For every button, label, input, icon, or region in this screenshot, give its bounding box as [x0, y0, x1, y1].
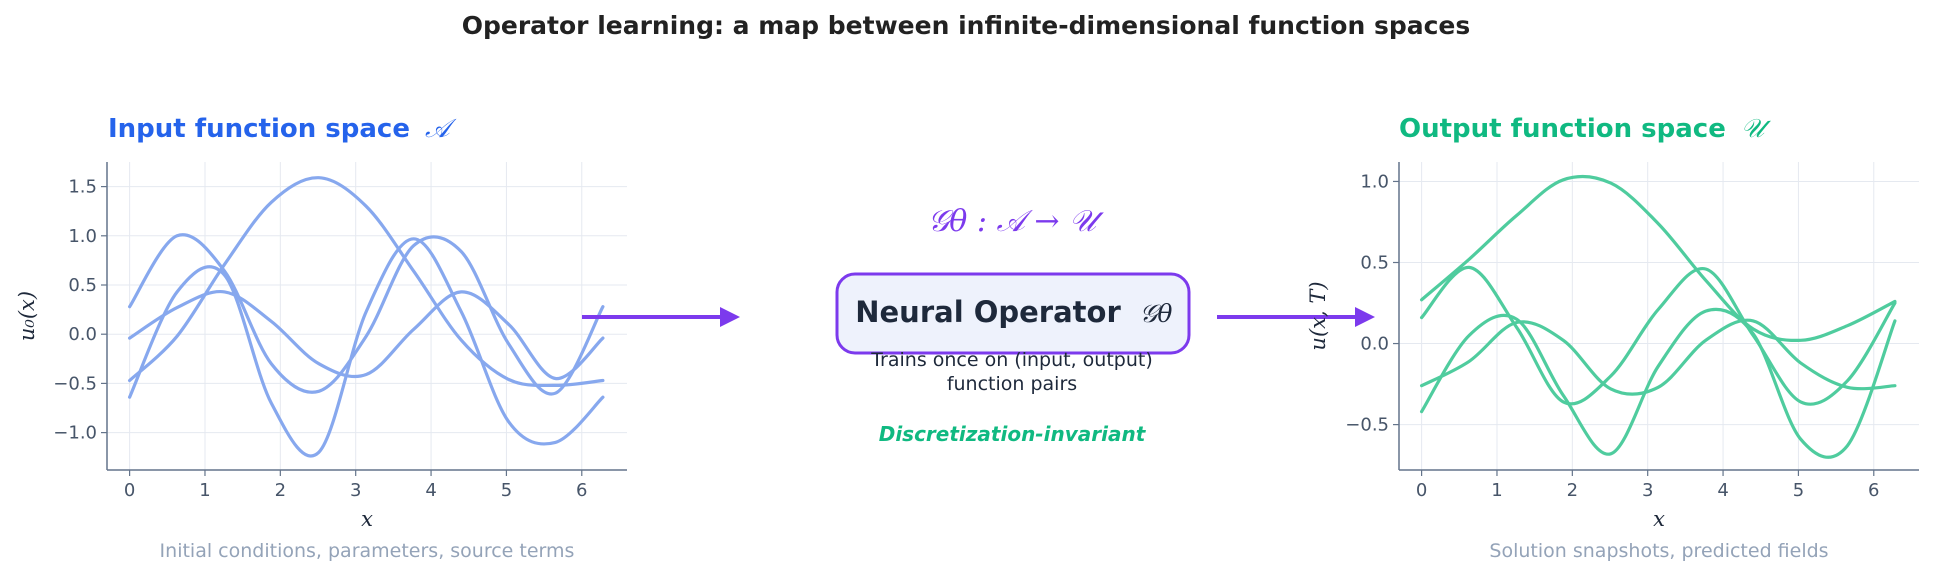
output-y-tick-label: 0.0 [1360, 334, 1389, 355]
output-x-tick-label: 1 [1491, 480, 1502, 501]
input-y-tick-label: 0.0 [68, 324, 97, 345]
output-y-label: u(x, T) [1306, 281, 1330, 350]
operator-tagline: Discretization-invariant [879, 422, 1147, 446]
output-y-tick-label: −0.5 [1345, 415, 1389, 436]
output-x-tick-label: 4 [1717, 480, 1728, 501]
operator-description-line1: Trains once on (input, output) [870, 349, 1153, 371]
input-curve-3 [128, 237, 605, 458]
output-y-tick-label: 0.5 [1360, 253, 1389, 274]
input-x-label: x [361, 507, 373, 531]
neural-operator-label: Neural Operator [855, 295, 1121, 329]
output-ticks: 0 1 2 3 4 5 6 −0.5 0.0 0.5 1.0 [1345, 171, 1879, 501]
output-panel-title-text: Output function space [1399, 114, 1726, 144]
output-x-tick-label: 2 [1567, 480, 1578, 501]
output-x-label: x [1653, 507, 1665, 531]
input-curves [128, 176, 605, 458]
output-caption: Solution snapshots, predicted fields [1489, 540, 1828, 562]
output-curves [1420, 174, 1897, 459]
output-curve-3 [1420, 307, 1897, 459]
neural-operator-box [835, 272, 1191, 355]
input-ticks: 0 1 2 3 4 5 6 −1.0 −0.5 0.0 0.5 1.0 1.5 [53, 177, 587, 501]
input-x-tick-label: 2 [275, 480, 286, 501]
output-x-tick-label: 3 [1642, 480, 1653, 501]
output-curve-1 [1420, 174, 1897, 342]
output-plot: 0 1 2 3 4 5 6 −0.5 0.0 0.5 1.0 [1345, 162, 1919, 501]
figure-title: Operator learning: a map between infinit… [462, 11, 1471, 40]
input-panel-title: Input function space 𝒜 [108, 114, 457, 144]
input-x-tick-label: 3 [350, 480, 361, 501]
input-x-tick-label: 1 [199, 480, 210, 501]
operator-formula: 𝒢θ : 𝒜 → 𝒰 [928, 204, 1104, 239]
input-x-tick-label: 6 [576, 480, 587, 501]
input-y-tick-label: 1.0 [68, 226, 97, 247]
input-x-tick-label: 5 [501, 480, 512, 501]
input-y-tick-label: −1.0 [53, 423, 97, 444]
output-curve-2 [1420, 265, 1897, 406]
output-x-tick-label: 0 [1416, 480, 1427, 501]
input-curve-4 [128, 290, 605, 381]
neural-operator-symbol: 𝒢θ [1140, 299, 1173, 328]
input-x-tick-label: 0 [124, 480, 135, 501]
output-curve-4 [1420, 318, 1897, 396]
output-panel-title: Output function space 𝒰 [1399, 114, 1772, 144]
output-space-symbol: 𝒰 [1741, 114, 1772, 144]
input-plot: 0 1 2 3 4 5 6 −1.0 −0.5 0.0 0.5 1.0 1.5 [53, 162, 627, 501]
output-gridlines [1399, 162, 1919, 470]
input-space-symbol: 𝒜 [425, 114, 457, 144]
input-caption: Initial conditions, parameters, source t… [160, 540, 575, 562]
input-y-tick-label: 0.5 [68, 275, 97, 296]
operator-description-line2: function pairs [947, 373, 1077, 395]
output-y-tick-label: 1.0 [1360, 171, 1389, 192]
input-curve-2 [128, 233, 605, 396]
input-gridlines [107, 162, 627, 470]
input-y-label: u₀(x) [15, 291, 39, 341]
input-y-tick-label: 1.5 [68, 177, 97, 198]
output-x-tick-label: 5 [1793, 480, 1804, 501]
input-x-tick-label: 4 [425, 480, 436, 501]
output-x-tick-label: 6 [1868, 480, 1879, 501]
input-panel-title-text: Input function space [108, 114, 410, 144]
input-y-tick-label: −0.5 [53, 373, 97, 394]
